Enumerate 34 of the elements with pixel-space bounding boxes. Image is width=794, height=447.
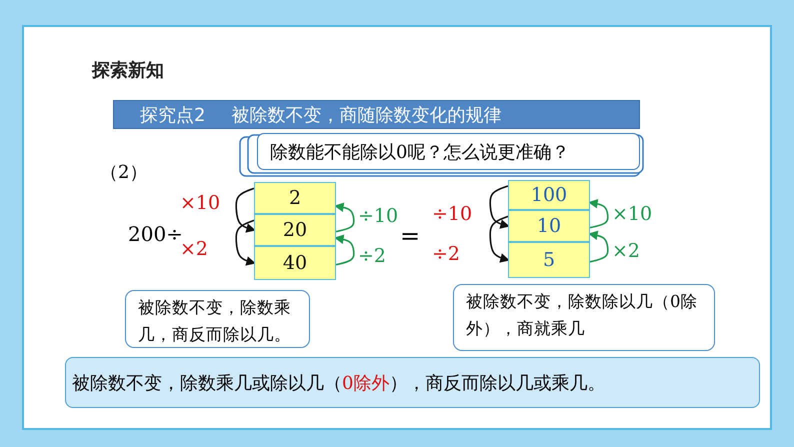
- curved-arrow: [588, 198, 609, 228]
- heading-band: [113, 100, 640, 129]
- curved-arrow: [489, 185, 510, 229]
- curved-arrow: [235, 220, 256, 266]
- note-bubble: 被除数不变，除数乘几，商反而除以几。: [125, 290, 310, 348]
- edge-label: ×2: [180, 238, 208, 260]
- table-cell: 40: [254, 246, 336, 280]
- part-number: （2）: [100, 161, 148, 184]
- table-cell: 10: [508, 210, 590, 242]
- edge-label: ÷2: [358, 245, 386, 267]
- edge-label: ×2: [612, 240, 640, 262]
- table-cell: 100: [508, 180, 590, 210]
- curved-arrow: [235, 188, 256, 233]
- edge-label: ÷2: [432, 243, 460, 265]
- curved-arrow: [334, 202, 355, 232]
- equals-sign: =: [400, 222, 420, 250]
- edge-label: ÷10: [432, 203, 472, 225]
- curved-arrow: [489, 216, 510, 263]
- note-bubble: 被除数不变，除数除以几（0除外），商就乘几: [453, 284, 715, 351]
- question-bubble: 除数能不能除以0呢？怎么说更准确？: [257, 133, 640, 170]
- table-cell: 2: [254, 182, 336, 214]
- table-cell: 20: [254, 214, 336, 246]
- section-title: 探索新知: [92, 59, 164, 82]
- curved-arrow: [334, 234, 355, 266]
- edge-label: ×10: [180, 192, 220, 214]
- heading-text: 被除数不变，商随除数变化的规律: [231, 104, 502, 126]
- edge-label: ÷10: [358, 205, 398, 227]
- heading-text: 探究点2: [140, 104, 206, 126]
- conclusion-box: [65, 357, 760, 408]
- edge-label: ×10: [612, 203, 652, 225]
- conclusion-text: 被除数不变，除数乘几或除以几（0除外），商反而除以几或乘几。: [72, 372, 606, 394]
- table-cell: 5: [508, 242, 590, 278]
- curved-arrow: [588, 230, 609, 263]
- expression-text: 200÷: [128, 222, 183, 246]
